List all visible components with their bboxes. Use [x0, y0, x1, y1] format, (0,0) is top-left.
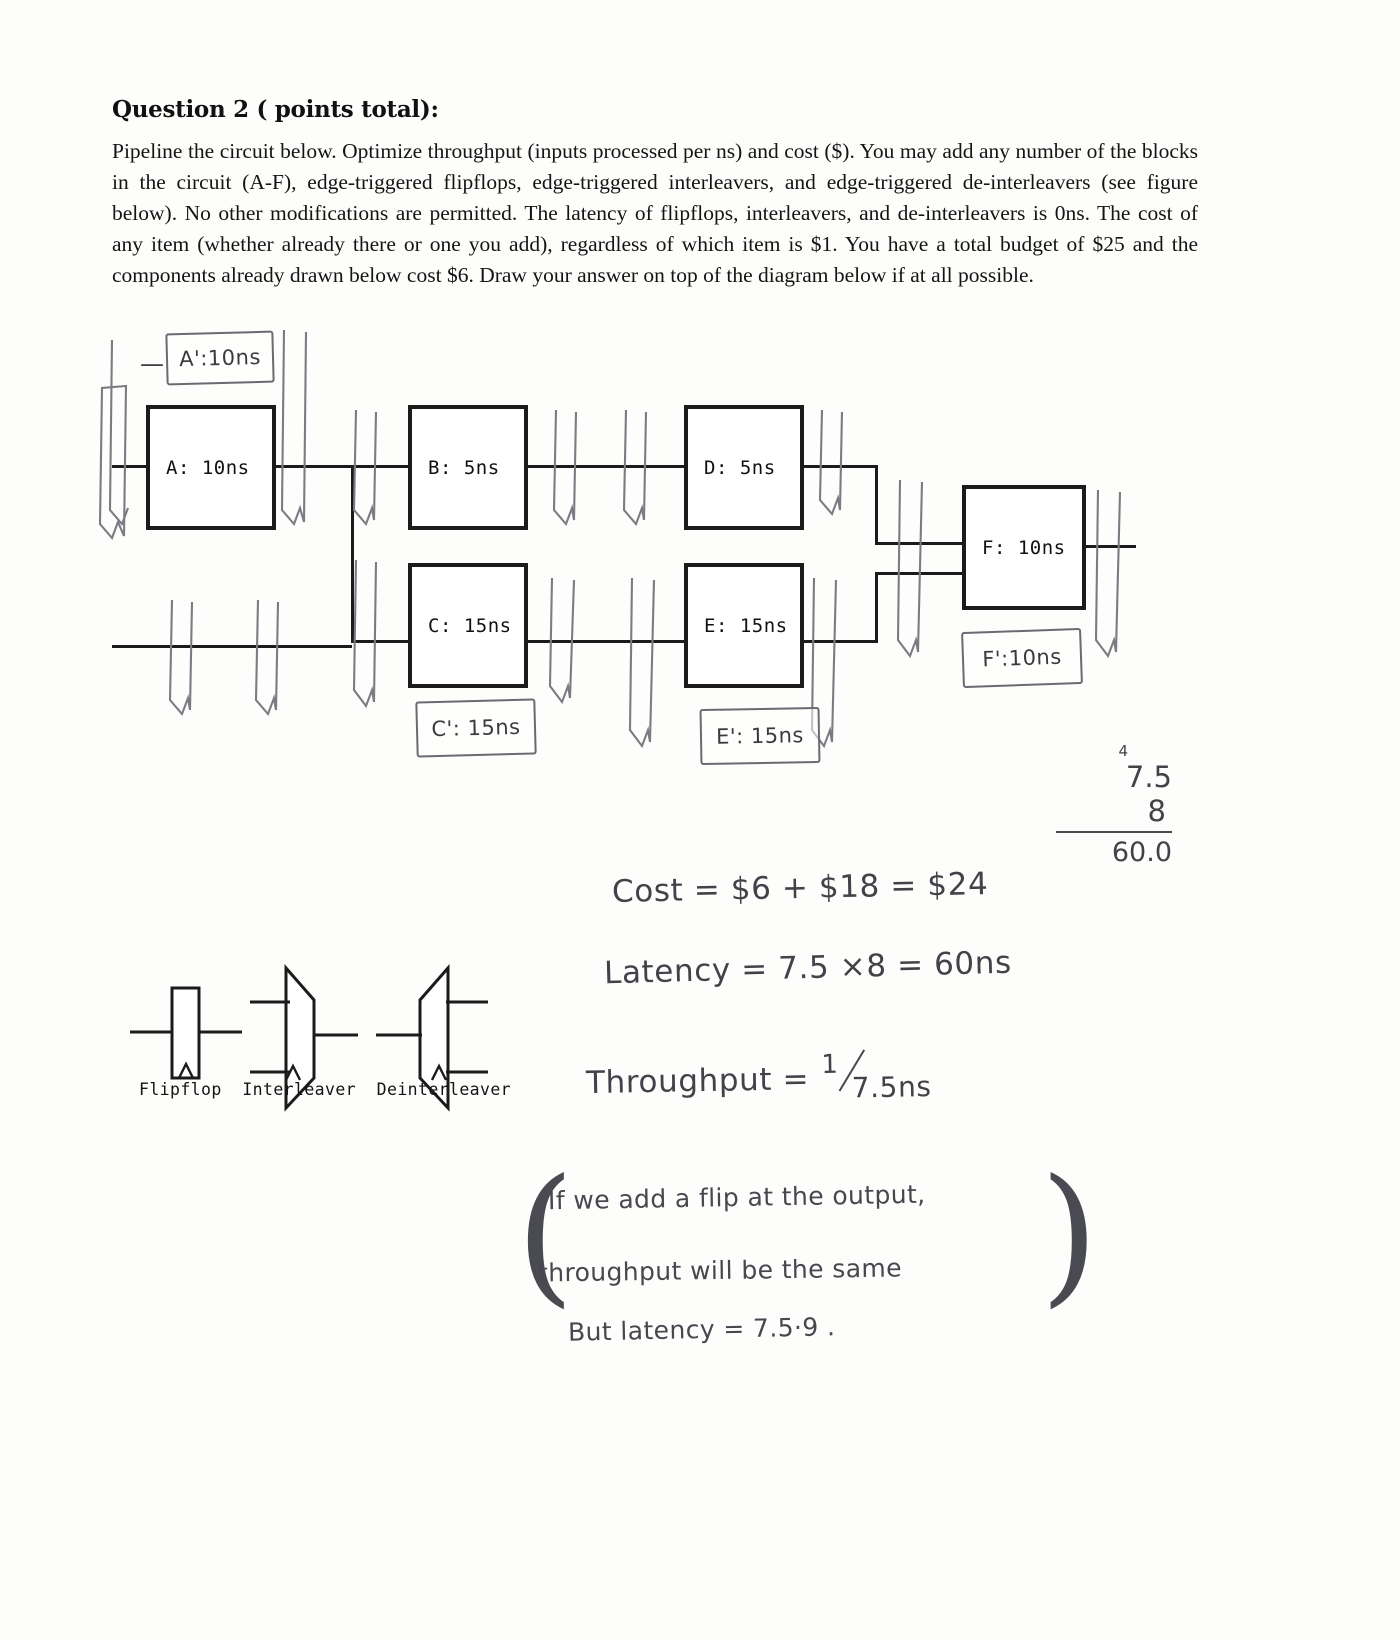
block-b: B: 5ns: [408, 405, 528, 530]
throughput-numerator: 1: [821, 1049, 839, 1080]
long-multiplication: 4 7.5 8 60.0: [1042, 742, 1172, 868]
wire-split-vertical: [351, 465, 354, 640]
interleaver-body: [284, 964, 316, 1112]
circuit-diagram: A: 10ns B: 5ns C: 15ns D: 5ns E: 15ns F:…: [0, 310, 1400, 830]
block-b-label: B: 5ns: [428, 456, 500, 479]
block-c: C: 15ns: [408, 563, 528, 688]
wire-e-up: [875, 572, 878, 643]
block-a-label: A: 10ns: [166, 456, 250, 479]
block-e: E: 15ns: [684, 563, 804, 688]
annotation-a-prime-dash: —: [140, 350, 164, 378]
annotation-a-prime: A':10ns: [165, 330, 275, 386]
longmult-result: 60.0: [1111, 837, 1172, 868]
question-body-text: Pipeline the circuit below. Optimize thr…: [112, 139, 1198, 287]
note-line-2: throughput will be the same: [537, 1253, 903, 1288]
longmult-multiplicand: 7.5: [1125, 760, 1172, 794]
pencil-flipflop-7: [818, 409, 844, 517]
note-line-3: But latency = 7.5·9 .: [567, 1312, 836, 1347]
wire-input-c-left: [112, 645, 352, 648]
annotation-e-prime: E': 15ns: [699, 706, 821, 766]
page-title: Question 2 ( points total):: [112, 96, 439, 123]
wire-e-out: [802, 640, 878, 643]
wire-f-out: [1084, 545, 1136, 548]
longmult-multiplier: 8: [1147, 794, 1166, 828]
wire-e-to-f: [875, 572, 963, 575]
annotation-c-prime-label: C': 15ns: [431, 714, 521, 742]
pencil-flipflop-3: [280, 329, 308, 527]
block-f-label: F: 10ns: [982, 536, 1066, 559]
deinterleaver-clock-triangle: [430, 1063, 448, 1081]
wire-split-to-c: [351, 640, 410, 643]
deinterleaver-body: [418, 964, 450, 1112]
note-paren-left: (: [516, 1148, 575, 1322]
pencil-flipflop-14: [628, 577, 656, 749]
annotation-f-prime-label: F':10ns: [981, 644, 1063, 672]
block-d-label: D: 5ns: [704, 456, 776, 479]
throughput-label: Throughput =: [585, 1061, 810, 1102]
pencil-flipflop-9: [1094, 489, 1122, 659]
pencil-flipflop-8: [896, 479, 924, 659]
wire-d-down: [875, 465, 878, 545]
block-c-label: C: 15ns: [428, 614, 512, 637]
wire-input-a: [112, 465, 148, 468]
block-e-label: E: 15ns: [704, 614, 788, 637]
block-f: F: 10ns: [962, 485, 1086, 610]
longmult-rule: [1056, 831, 1172, 833]
wire-b-to-d: [526, 465, 686, 468]
annotation-f-prime: F':10ns: [961, 627, 1083, 689]
legend-symbols: [110, 930, 540, 1120]
pencil-flipflop-11: [254, 599, 280, 717]
cost-equation: Cost = $6 + $18 = $24: [611, 866, 989, 910]
pencil-flipflop-10: [168, 599, 194, 717]
throughput-denominator: 7.5ns: [851, 1069, 932, 1105]
interleaver-clock-triangle: [284, 1063, 302, 1081]
note-paren-right: ): [1040, 1148, 1099, 1322]
wire-d-to-f: [875, 542, 963, 545]
wire-a-to-split: [276, 465, 410, 468]
throughput-fraction: 1 7.5ns: [819, 1049, 938, 1104]
pencil-flipflop-12: [352, 559, 378, 709]
annotation-c-prime: C': 15ns: [415, 698, 537, 758]
wire-c-to-e: [526, 640, 686, 643]
legend-caption: Flipflop Interleaver Deinterleaver: [138, 1080, 512, 1099]
longmult-carry: 4: [1118, 742, 1128, 760]
throughput-equation: Throughput = 1 7.5ns: [585, 1049, 938, 1104]
pencil-flipflop-2: [108, 339, 129, 527]
pencil-flipflop-1: [98, 384, 128, 541]
latency-equation: Latency = 7.5 ×8 = 60ns: [603, 944, 1013, 992]
flipflop-clock-triangle: [177, 1061, 195, 1079]
note-line-1: If we add a flip at the output,: [547, 1179, 926, 1216]
wire-d-out: [802, 465, 878, 468]
annotation-a-prime-label: A':10ns: [178, 344, 262, 372]
block-d: D: 5ns: [684, 405, 804, 530]
block-a: A: 10ns: [146, 405, 276, 530]
annotation-e-prime-label: E': 15ns: [715, 723, 805, 749]
